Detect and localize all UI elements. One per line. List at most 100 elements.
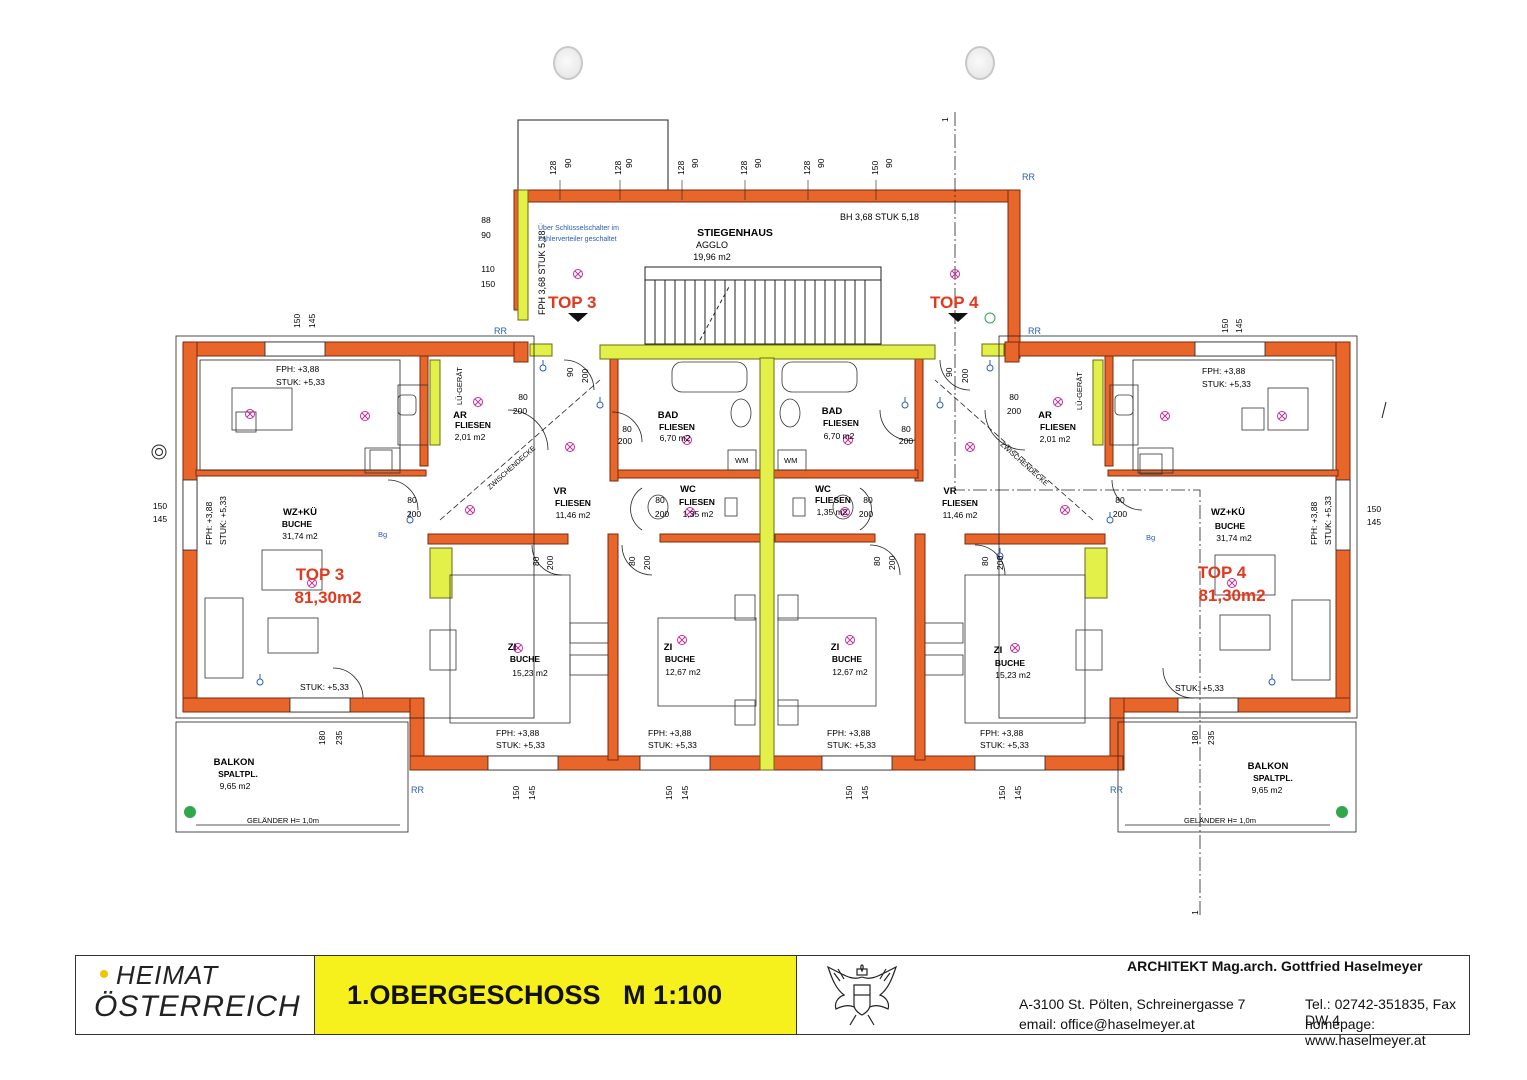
rr-label: RR xyxy=(1028,326,1041,336)
top3-balkon-floor: SPALTPL. xyxy=(218,769,258,779)
stairwell-name: STIEGENHAUS xyxy=(697,227,773,239)
top4-wc-area: 1,35 m2 xyxy=(817,507,848,517)
dim-180: 180 xyxy=(317,731,327,745)
dim-145: 145 xyxy=(1367,517,1381,527)
dim-150: 150 xyxy=(997,786,1007,800)
dim-150: 150 xyxy=(481,279,495,289)
top4-zib-fph: FPH: +3,88 xyxy=(827,728,871,738)
dim-200: 200 xyxy=(545,556,555,570)
top4-zi-a-name: ZI xyxy=(994,645,1002,656)
top4-zi-stuk: STUK: +5,33 xyxy=(980,740,1029,750)
top4-bad-name: BAD xyxy=(822,406,843,417)
architect-name: ARCHITEKT Mag.arch. Gottfried Haselmeyer xyxy=(1127,958,1423,974)
wm-label: WM xyxy=(735,456,748,465)
dim-200: 200 xyxy=(1113,509,1127,519)
dim-150: 150 xyxy=(511,786,521,800)
top3-vr-name: VR xyxy=(553,486,566,497)
top3-zib-stuk: STUK: +5,33 xyxy=(648,740,697,750)
dim-80: 80 xyxy=(518,392,528,402)
stairwell-height-note: BH 3,68 STUK 5,18 xyxy=(840,212,919,222)
top4-bad-floor: FLIESEN xyxy=(823,418,859,428)
top3-entry-label: TOP 3 xyxy=(548,293,597,312)
section-marker: 1 xyxy=(940,117,950,122)
top3-bad-area: 6,70 m2 xyxy=(660,433,691,443)
windows xyxy=(182,341,1351,771)
top3-railing: GELÄNDER H= 1,0m xyxy=(247,816,319,825)
top3-unit-label: TOP 3 xyxy=(296,565,345,584)
top4-unit-label: TOP 4 xyxy=(1198,563,1247,582)
top3-zwischendecke: ZWISCHENDECKE xyxy=(487,445,538,492)
dim-90: 90 xyxy=(944,367,954,377)
top3-vr-floor: FLIESEN xyxy=(555,498,591,508)
dim-200: 200 xyxy=(899,436,913,446)
top4-zi-a-floor: BUCHE xyxy=(995,658,1026,668)
eagle-crest-icon xyxy=(826,964,898,1026)
dim-90: 90 xyxy=(563,158,573,168)
bg-label: Bg xyxy=(1146,533,1155,542)
dim-90: 90 xyxy=(753,158,763,168)
dim-90: 90 xyxy=(624,158,634,168)
dim-80: 80 xyxy=(980,556,990,566)
switch-note-2: Zählerverteiler geschaltet xyxy=(538,236,617,243)
section-marker: 1 xyxy=(1190,910,1200,915)
top3-wc-area: 1,35 m2 xyxy=(683,509,714,519)
dim-80: 80 xyxy=(901,424,911,434)
top4-zwischendecke: ZWISCHENDECKE xyxy=(999,441,1050,488)
logo: HEIMAT ÖSTERREICH xyxy=(76,956,315,1034)
top3-wz-fph: FPH: +3,88 xyxy=(204,501,214,545)
doors xyxy=(332,359,1194,699)
architect-address: A-3100 St. Pölten, Schreinergasse 7 xyxy=(1019,996,1246,1012)
top4-ar-floor: FLIESEN xyxy=(1040,422,1076,432)
dim-200: 200 xyxy=(859,509,873,519)
top4-balkon-area: 9,65 m2 xyxy=(1252,785,1283,795)
dim-150: 150 xyxy=(292,314,302,328)
dim-150: 150 xyxy=(1220,319,1230,333)
architect-phone: Tel.: 02742-351835, Fax DW 4 xyxy=(1305,996,1456,1028)
rr-label: RR xyxy=(494,326,507,336)
furniture xyxy=(204,361,1331,726)
dim-80: 80 xyxy=(872,556,882,566)
stairwell-area: 19,96 m2 xyxy=(693,252,731,262)
top3-kitchen-fph: FPH: +3,88 xyxy=(276,364,320,374)
dim-200: 200 xyxy=(655,509,669,519)
top4-entry-label: TOP 4 xyxy=(930,293,979,312)
dim-235: 235 xyxy=(1206,731,1216,745)
dim-150: 150 xyxy=(664,786,674,800)
top3-zi-a-floor: BUCHE xyxy=(510,654,541,664)
top3-lu-label: LÜ-GERÄT xyxy=(455,367,464,405)
dim-150: 150 xyxy=(153,501,167,511)
balconies xyxy=(184,806,1348,826)
architect-homepage: homepage: www.haselmeyer.at xyxy=(1305,1016,1426,1048)
top4-bad-area: 6,70 m2 xyxy=(824,431,855,441)
top3-zi-stuk: STUK: +5,33 xyxy=(496,740,545,750)
top4-wz-name: WZ+KÜ xyxy=(1211,507,1245,518)
top3-balkon-area: 9,65 m2 xyxy=(220,781,251,791)
architect-email: email: office@haselmeyer.at xyxy=(1019,1016,1195,1032)
punch-hole-left xyxy=(553,46,583,80)
dim-145: 145 xyxy=(1013,786,1023,800)
top3-zi-b-floor: BUCHE xyxy=(665,654,696,664)
dim-200: 200 xyxy=(642,556,652,570)
top3-unit-area: 81,30m2 xyxy=(294,588,361,607)
top3-zi-b-area: 12,67 m2 xyxy=(665,667,701,677)
dim-128: 128 xyxy=(739,161,749,175)
top4-balkon-floor: SPALTPL. xyxy=(1253,773,1293,783)
dim-200: 200 xyxy=(407,509,421,519)
top4-ar-name: AR xyxy=(1038,410,1052,421)
top4-wz-fph: FPH: +3,88 xyxy=(1309,501,1319,545)
dim-145: 145 xyxy=(1234,319,1244,333)
top4-lu-label: LÜ-GERÄT xyxy=(1075,372,1084,410)
top3-bad-name: BAD xyxy=(658,410,679,421)
unit-top4-walls xyxy=(767,341,1351,771)
top4-wc-name: WC xyxy=(815,484,831,495)
top4-wc-floor: FLIESEN xyxy=(815,495,851,505)
stairwell-floor: AGGLO xyxy=(696,240,728,250)
dim-128: 128 xyxy=(548,161,558,175)
dim-145: 145 xyxy=(307,314,317,328)
top3-zi-a-area: 15,23 m2 xyxy=(512,668,548,678)
top3-ar-floor: FLIESEN xyxy=(455,420,491,430)
dim-128: 128 xyxy=(802,161,812,175)
top3-wz-area: 31,74 m2 xyxy=(282,531,318,541)
dim-200: 200 xyxy=(960,369,970,383)
dim-90: 90 xyxy=(690,158,700,168)
